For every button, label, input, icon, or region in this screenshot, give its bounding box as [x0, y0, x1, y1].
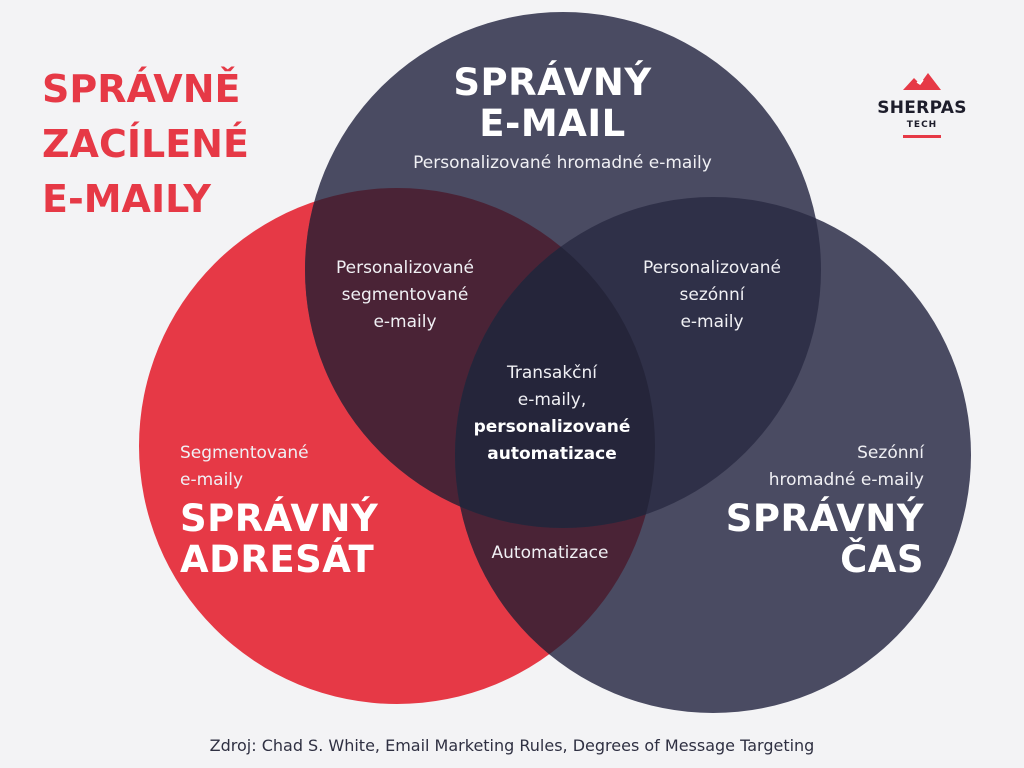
email-desc: Personalizované hromadné e-maily: [413, 153, 712, 173]
email-heading: SPRÁVNÝ E-MAIL: [453, 61, 652, 145]
center-line3: personalizované: [473, 417, 631, 437]
overlap-email-time-label: Personalizované sezónní e-maily: [612, 255, 812, 336]
overlap-recipient-time-label: Automatizace: [491, 543, 609, 563]
overlap-email-recipient-line3: e-maily: [373, 312, 437, 332]
overlap-email-recipient-label: Personalizované segmentované e-maily: [305, 255, 505, 336]
overlap-email-time-line1: Personalizované: [642, 258, 782, 278]
recipient-desc: Segmentované e-maily: [180, 440, 380, 494]
mountain-icon: [903, 73, 941, 90]
recipient-desc-line2: e-maily: [180, 470, 244, 490]
logo-underline: [903, 135, 941, 138]
sherpas-logo: SHERPAS TECH: [870, 70, 974, 142]
page-title: SPRÁVNĚ ZACÍLENÉ E-MAILY: [42, 67, 249, 221]
center-line2: e-maily,: [517, 390, 587, 410]
overlap-email-time-line2: sezónní: [679, 285, 745, 305]
time-heading: SPRÁVNÝ ČAS: [725, 497, 924, 581]
overlap-email-recipient-line2: segmentované: [341, 285, 469, 305]
overlap-email-time-line3: e-maily: [680, 312, 744, 332]
logo-sub: TECH: [906, 120, 938, 130]
recipient-desc-line1: Segmentované: [180, 443, 309, 463]
time-desc-line1: Sezónní: [857, 443, 924, 463]
overlap-center: [455, 197, 655, 528]
center-line4: automatizace: [487, 444, 617, 464]
center-line1: Transakční: [506, 363, 598, 383]
overlap-email-recipient-line1: Personalizované: [335, 258, 475, 278]
time-desc-line2: hromadné e-maily: [768, 470, 924, 490]
recipient-heading: SPRÁVNÝ ADRESÁT: [180, 497, 379, 581]
overlap-center-label: Transakční e-maily, personalizované auto…: [452, 360, 652, 468]
time-desc: Sezónní hromadné e-maily: [700, 440, 924, 494]
logo-name: SHERPAS: [877, 98, 967, 118]
source-note: Zdroj: Chad S. White, Email Marketing Ru…: [209, 736, 815, 755]
